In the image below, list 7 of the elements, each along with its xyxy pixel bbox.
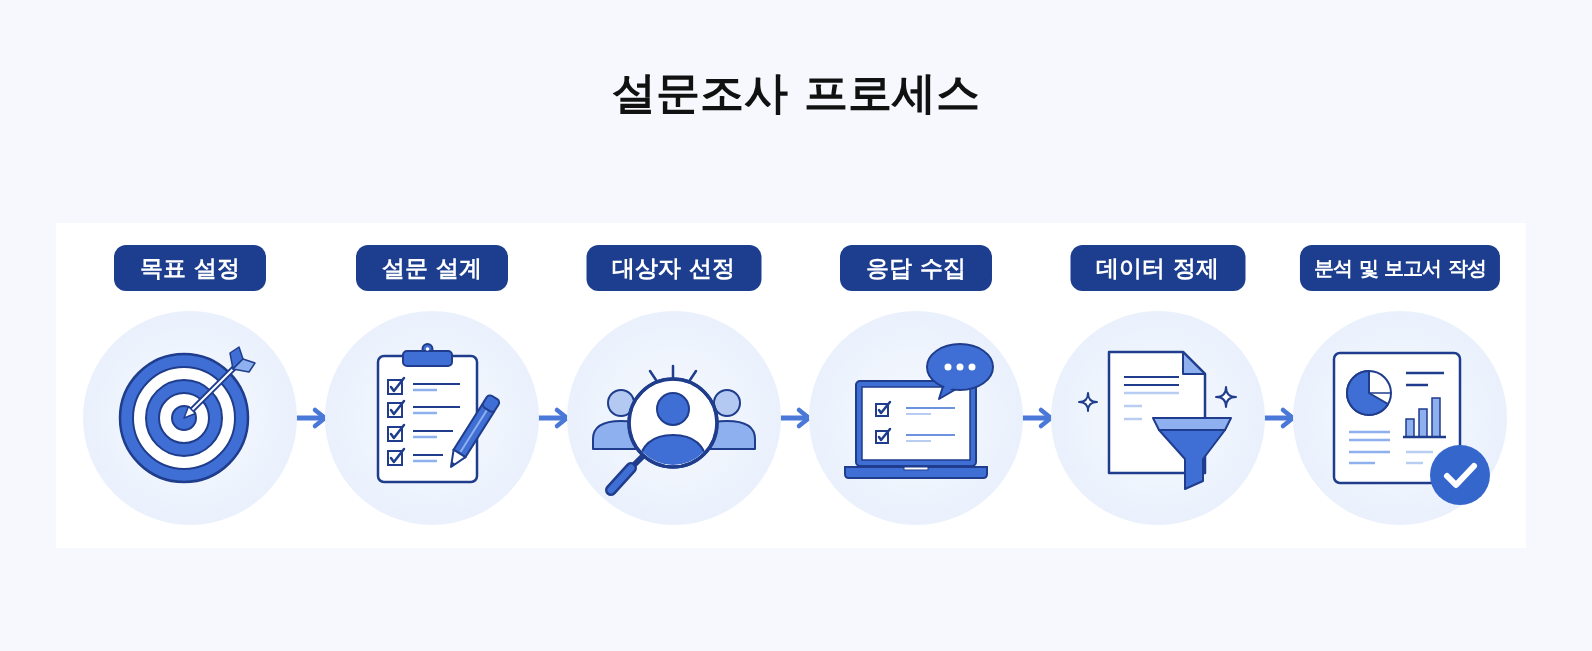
step-label: 대상자 선정 bbox=[586, 245, 762, 291]
step-label: 설문 설계 bbox=[356, 245, 508, 291]
step-label: 데이터 정제 bbox=[1070, 245, 1246, 291]
step-label: 목표 설정 bbox=[114, 245, 266, 291]
diagram-title: 설문조사 프로세스 bbox=[612, 71, 980, 115]
step-label: 응답 수집 bbox=[840, 245, 992, 291]
step-label: 분석 및 보고서 작성 bbox=[1299, 245, 1501, 291]
